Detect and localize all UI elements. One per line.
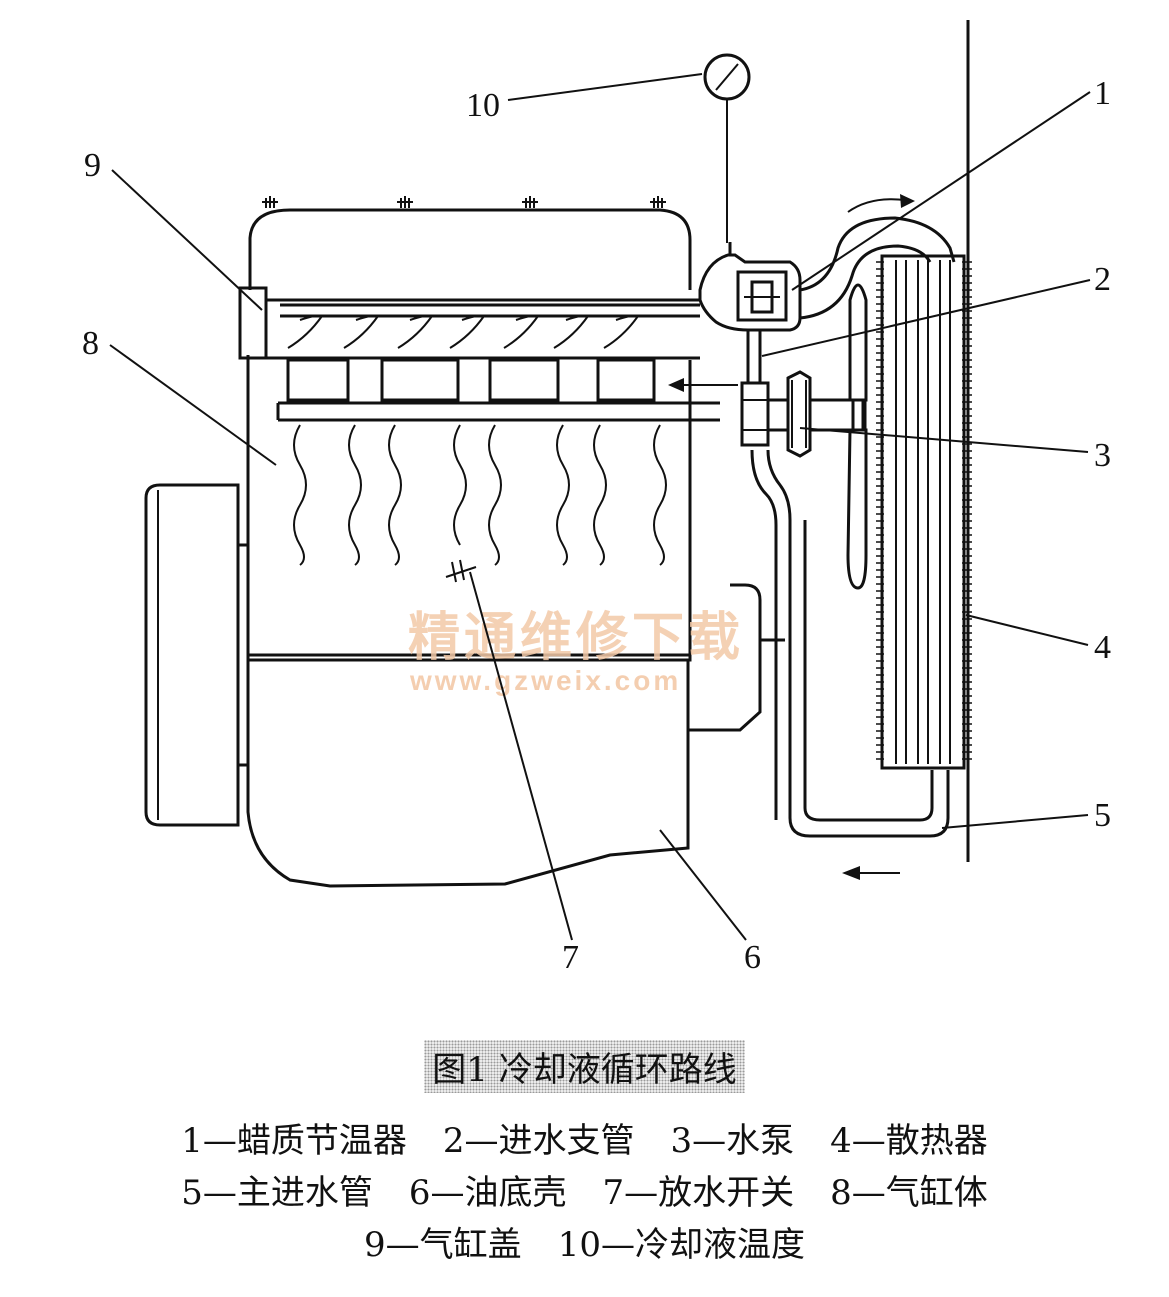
callout-4: 4 xyxy=(1094,629,1111,666)
radiator-fins xyxy=(876,261,972,760)
callout-10: 10 xyxy=(466,87,500,124)
legend-item: 10—冷却液温度 xyxy=(557,1225,805,1265)
fan xyxy=(846,283,868,590)
radiator xyxy=(876,254,972,770)
flow-arrow-top xyxy=(847,194,915,213)
callout-2: 2 xyxy=(1094,261,1111,298)
legend-item: 4—散热器 xyxy=(830,1121,988,1161)
leader-lines xyxy=(109,73,1091,941)
callout-1: 1 xyxy=(1094,75,1111,112)
legend-item: 6—油底壳 xyxy=(408,1173,567,1213)
thermostat-housing xyxy=(698,242,802,332)
legend-item: 8—气缸体 xyxy=(830,1173,988,1213)
main-inlet-pipe xyxy=(750,449,950,838)
flow-arrow-block xyxy=(668,378,738,392)
callout-6: 6 xyxy=(744,939,761,976)
callout-9: 9 xyxy=(84,147,101,184)
callout-3: 3 xyxy=(1094,437,1111,474)
cooling-circuit-diagram: 精通维修下载 www.gzweix.com 10 1 2 3 4 5 9 8 7… xyxy=(82,20,1111,976)
oil-pan xyxy=(246,583,785,888)
legend-item: 2—进水支管 xyxy=(442,1121,635,1161)
water-pump xyxy=(740,330,867,458)
upper-radiator-hose xyxy=(799,216,956,320)
watermark-url: www.gzweix.com xyxy=(409,665,681,696)
callout-5: 5 xyxy=(1094,797,1111,834)
flow-arrow-bottom xyxy=(842,866,900,880)
legend-item: 3—水泵 xyxy=(670,1121,795,1161)
caption-title: 图1 冷却液循环路线 xyxy=(424,1040,745,1093)
callout-7: 7 xyxy=(562,939,579,976)
legend-row-2: 5—主进水管 6—油底壳 7—放水开关 8—气缸体 xyxy=(0,1167,1169,1219)
drain-cock-symbol xyxy=(445,559,477,583)
legend-item: 7—放水开关 xyxy=(602,1173,795,1213)
legend-item: 1—蜡质节温器 xyxy=(181,1121,407,1161)
legend-item: 9—气缸盖 xyxy=(364,1225,522,1265)
legend-row-3: 9—气缸盖 10—冷却液温度 xyxy=(0,1219,1169,1271)
flywheel xyxy=(144,483,250,827)
cylinder-block xyxy=(246,355,720,662)
cylinder-head xyxy=(238,196,700,360)
watermark-chinese: 精通维修下载 xyxy=(408,608,744,668)
legend-item: 5—主进水管 xyxy=(181,1173,373,1213)
figure-caption: 图1 冷却液循环路线 1—蜡质节温器 2—进水支管 3—水泵 4—散热器 5—主进水管… xyxy=(0,1040,1169,1271)
temperature-gauge xyxy=(703,53,751,243)
callout-8: 8 xyxy=(82,325,99,362)
legend-row-1: 1—蜡质节温器 2—进水支管 3—水泵 4—散热器 xyxy=(0,1115,1169,1167)
